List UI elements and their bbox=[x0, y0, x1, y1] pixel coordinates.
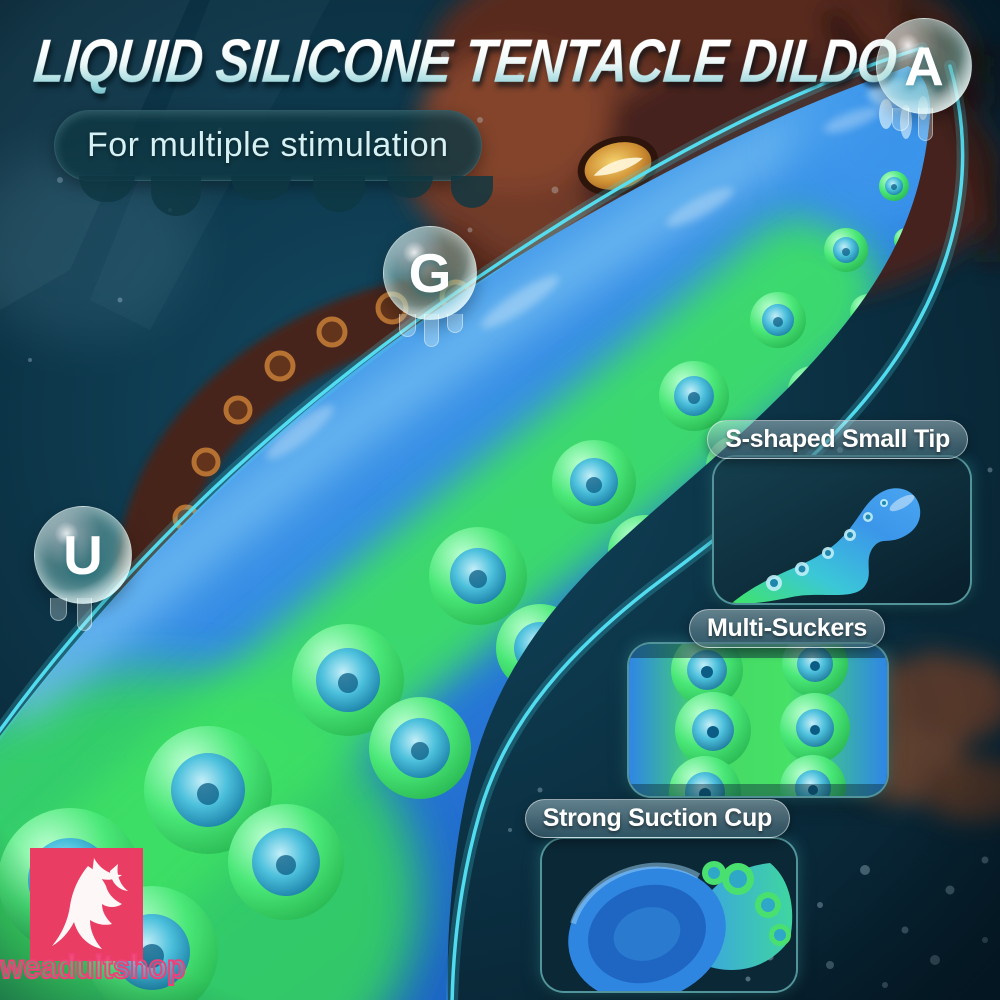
zone-letter: A bbox=[904, 35, 944, 97]
zone-bubble-a: A bbox=[876, 18, 972, 141]
brand-logo bbox=[30, 848, 143, 961]
tagline-drip bbox=[387, 176, 433, 198]
bubble-drip bbox=[50, 598, 68, 621]
s-shaped-tip-photo bbox=[714, 457, 970, 603]
feature-photo-panel-multi-suckers bbox=[627, 642, 889, 798]
feature-photo-panel-strong-suction-cup bbox=[540, 837, 798, 993]
brand-name: weadultshop bbox=[0, 947, 186, 986]
zone-letter: U bbox=[63, 524, 103, 586]
feature-label-multi-suckers: Multi-Suckers bbox=[688, 609, 885, 648]
feature-label-strong-suction-cup: Strong Suction Cup bbox=[524, 799, 790, 838]
bubble-drip bbox=[424, 314, 440, 347]
feature-label-text: S-shaped Small Tip bbox=[725, 425, 950, 453]
multi-suckers-photo bbox=[629, 644, 887, 796]
tagline-text: For multiple stimulation bbox=[87, 126, 449, 164]
bubble-drip bbox=[77, 598, 93, 631]
zone-bubble-g: G bbox=[383, 226, 477, 347]
zone-bubble-u: U bbox=[34, 506, 132, 631]
bubble-drip bbox=[447, 314, 464, 333]
feature-label-text: Strong Suction Cup bbox=[542, 804, 773, 832]
suction-cup-photo bbox=[542, 839, 796, 991]
feature-label-s-shaped-tip: S-shaped Small Tip bbox=[707, 420, 968, 459]
feature-label-text: Multi-Suckers bbox=[706, 614, 867, 642]
tagline-bubble: For multiple stimulation bbox=[54, 110, 493, 216]
zone-letter: G bbox=[408, 242, 452, 304]
bubble-drip bbox=[892, 108, 910, 131]
bubble-drip bbox=[398, 314, 416, 337]
feature-photo-panel-s-shaped-tip bbox=[712, 455, 972, 605]
tagline-drip bbox=[151, 176, 201, 216]
page-title: LIQUID SILICONE TENTACLE DILDO bbox=[30, 27, 899, 95]
bubble-drip bbox=[918, 108, 934, 141]
